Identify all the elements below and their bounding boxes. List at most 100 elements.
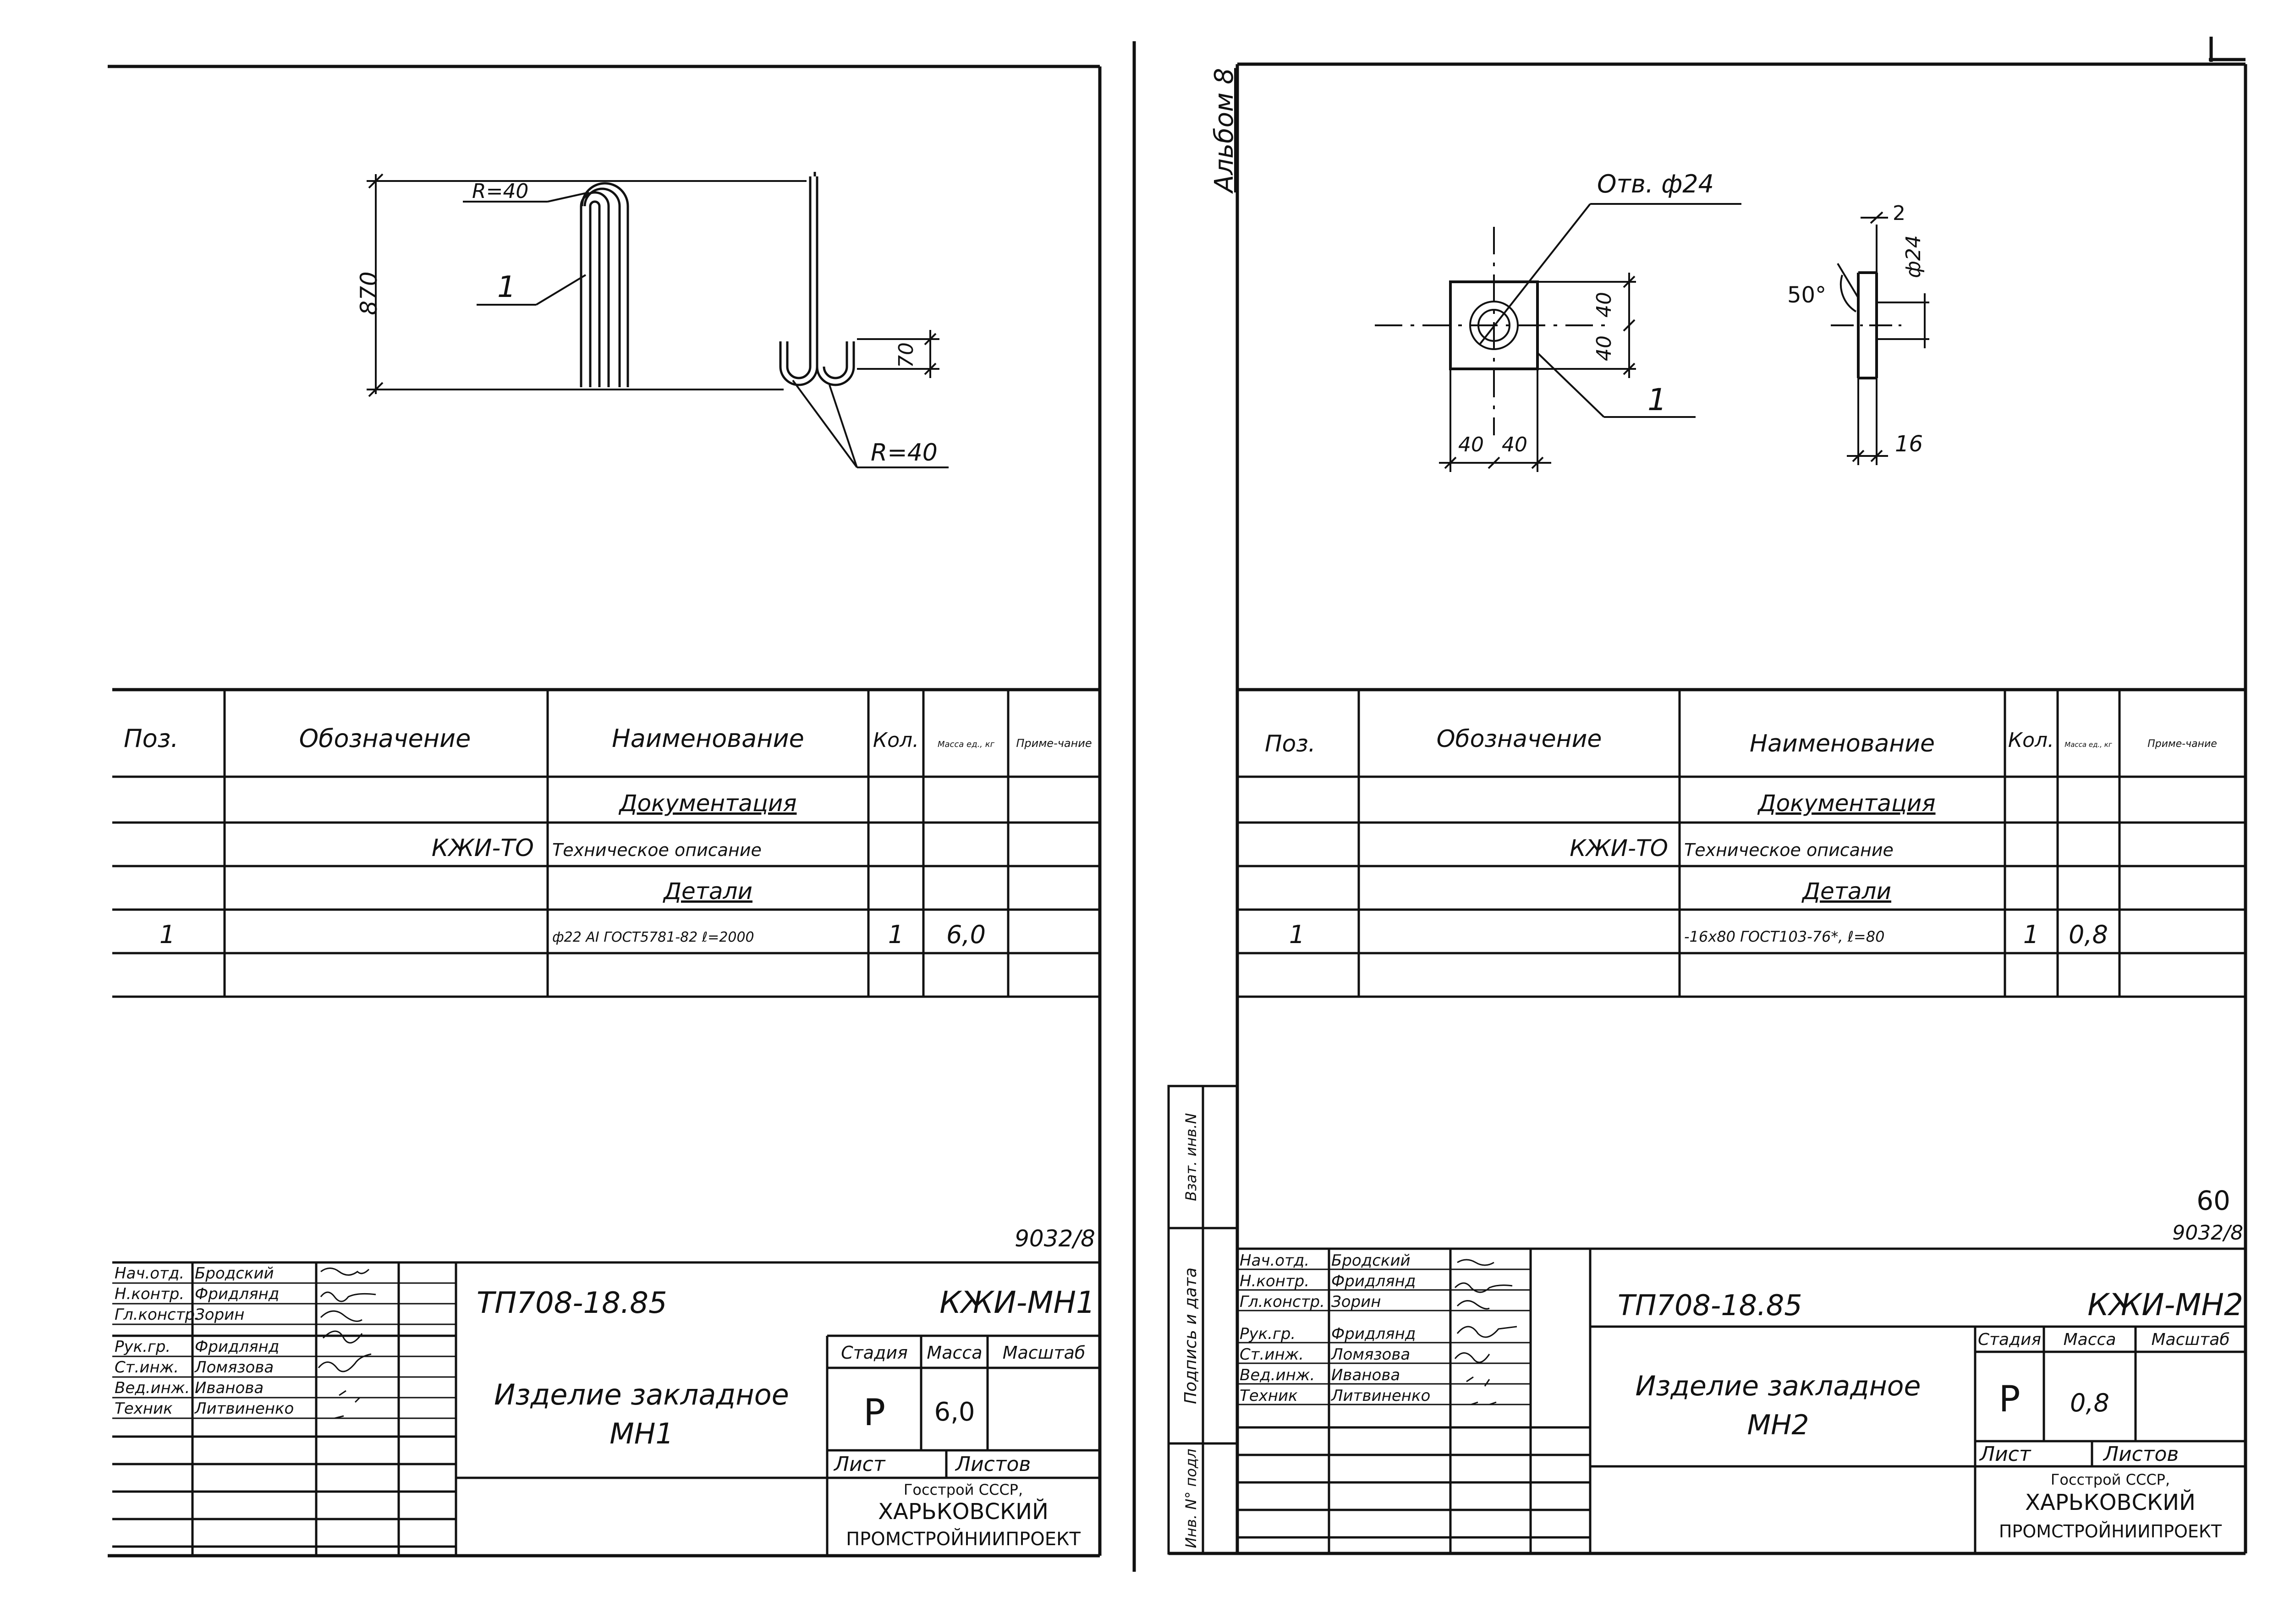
signer-role: Ст.инж. [1240, 1345, 1304, 1364]
side-stamp: Взат. инв.N Подпись и дата Инв. N° подл [1167, 1085, 1239, 1555]
dim-right: 40 [1502, 433, 1527, 456]
sheet-label: Лист [833, 1453, 886, 1476]
title-block-left: Нач.отд. Бродский Н.контр. Фридлянд Гл.к… [112, 1261, 1100, 1556]
signer-name: Зорин [195, 1306, 245, 1324]
dim-mid: 40 [1592, 335, 1616, 361]
sheet-right: Альбом 8 Взат. инв.N Подпись и дата Инв.… [1167, 37, 2247, 1555]
side-stamp-cell: Взат. инв.N [1182, 1113, 1200, 1201]
spec-row-designation: КЖИ-ТО [432, 834, 534, 862]
spec-header-qty: Кол. [2008, 729, 2054, 752]
sheet-left: 870 R=40 1 70 R=40 Поз. Обозначение [108, 65, 1102, 1558]
signer-name: Фридлянд [195, 1338, 279, 1356]
signature-marks [1454, 1259, 1517, 1405]
hole-callout: Отв. ф24 [1597, 170, 1714, 198]
signer-name: Иванова [1331, 1366, 1400, 1384]
spec-header-name: Наименование [612, 724, 804, 753]
mass-value: 0,8 [2070, 1388, 2109, 1417]
dim-dia: ф24 [1902, 235, 1925, 278]
signer-name: Бродский [1331, 1251, 1411, 1270]
page-number: 60 [2196, 1185, 2230, 1216]
signer-role: Гл.констр. [1240, 1293, 1325, 1311]
org-line2: ХАРЬКОВСКИЙ [2025, 1489, 2196, 1515]
org-line3: ПРОМСТРОЙНИИПРОЕКТ [1999, 1521, 2222, 1542]
spec-row-qty: 1 [2023, 920, 2039, 949]
radius-top-label: R=40 [472, 180, 528, 203]
spec-header-mass: Масса ед., кг [938, 740, 995, 749]
angle-label: 50° [1787, 282, 1826, 308]
signer-role: Вед.инж. [1240, 1366, 1315, 1384]
signer-name: Зорин [1331, 1293, 1381, 1311]
mass-value: 6,0 [934, 1397, 975, 1427]
dim-thickness: 16 [1895, 431, 1923, 457]
org-line1: Госстрой СССР, [904, 1481, 1023, 1498]
dim-height: 870 [356, 271, 382, 315]
dim-left: 40 [1458, 433, 1484, 456]
org-line3: ПРОМСТРОЙНИИПРОЕКТ [846, 1528, 1081, 1550]
sheets-label: Листов [955, 1453, 1031, 1476]
signer-name: Литвиненко [194, 1399, 294, 1418]
signer-name: Ломязова [194, 1358, 274, 1377]
title-line2: МН2 [1747, 1409, 1809, 1441]
spec-header-note: Приме-чание [2147, 738, 2217, 750]
signer-role: Нач.отд. [115, 1264, 184, 1283]
signer-role: Техник [115, 1399, 173, 1418]
spec-row-pos: 1 [159, 920, 175, 949]
spec-row-name: Детали [1801, 878, 1891, 905]
stage-value: Р [1998, 1379, 2020, 1420]
spec-row-name: -16х80 ГОСТ103-76*, ℓ=80 [1684, 928, 1884, 945]
signer-role: Вед.инж. [115, 1379, 190, 1397]
project-code: ТП708-18.85 [477, 1286, 667, 1320]
sheets-label: Листов [2103, 1443, 2179, 1466]
spec-row-name: Документация [1757, 790, 1936, 817]
col-mass: Масса [2064, 1330, 2116, 1349]
spec-row-mass: 0,8 [2069, 920, 2108, 949]
sheet-right-frame [1169, 37, 2247, 1555]
dim-hook: 70 [895, 342, 918, 368]
spec-header-designation: Обозначение [1437, 725, 1602, 753]
dim-top: 40 [1592, 292, 1616, 318]
doc-code: КЖИ-МН1 [939, 1285, 1095, 1320]
signer-role: Гл.констр. [115, 1306, 200, 1324]
spec-header-name: Наименование [1750, 730, 1935, 757]
spec-header-pos: Поз. [124, 724, 179, 753]
side-stamp-cell: Инв. N° подл [1182, 1448, 1200, 1548]
signer-role: Н.контр. [1240, 1272, 1309, 1290]
title-block-right: Нач.отд. Бродский Н.контр. Фридлянд Гл.к… [1237, 1247, 2246, 1553]
spec-header-note: Приме-чание [1016, 737, 1092, 750]
stage-value: Р [863, 1391, 885, 1434]
spec-table-left: Поз. Обозначение Наименование Кол. Масса… [112, 690, 1100, 998]
project-code: ТП708-18.85 [1618, 1289, 1802, 1322]
spec-row-name: ф22 АI ГОСТ5781-82 ℓ=2000 [552, 929, 754, 945]
side-stamp-cell: Подпись и дата [1181, 1267, 1200, 1404]
album-label: Альбом 8 [1209, 68, 1239, 194]
signer-role: Рук.гр. [1240, 1325, 1296, 1343]
spec-row-mass: 6,0 [946, 920, 986, 949]
signature-marks [318, 1267, 376, 1419]
drawing-anchor-mn1: 870 R=40 1 70 R=40 [356, 172, 949, 468]
signer-name: Фридлянд [195, 1285, 279, 1303]
spec-header-designation: Обозначение [299, 724, 471, 753]
spec-row-name: Документация [619, 790, 797, 817]
spec-row-pos: 1 [1289, 920, 1305, 949]
signer-name: Фридлянд [1331, 1325, 1416, 1343]
archive-number: 9032/8 [2172, 1221, 2243, 1245]
signer-name: Иванова [195, 1379, 264, 1397]
signer-name: Литвиненко [1330, 1387, 1430, 1405]
title-line1: Изделие закладное [1636, 1370, 1921, 1402]
signer-role: Техник [1240, 1387, 1298, 1405]
signer-name: Фридлянд [1331, 1272, 1416, 1290]
spec-row-designation: КЖИ-ТО [1570, 835, 1668, 861]
doc-code: КЖИ-МН2 [2087, 1287, 2243, 1322]
spec-table-right: Поз. Обозначение Наименование Кол. Масса… [1237, 690, 2246, 998]
signer-role: Рук.гр. [115, 1338, 170, 1356]
col-stage: Стадия [841, 1343, 908, 1363]
title-line1: Изделие закладное [494, 1378, 789, 1411]
col-scale: Масштаб [1003, 1343, 1086, 1363]
title-line2: МН1 [609, 1417, 674, 1450]
pos-callout: 1 [1647, 382, 1667, 417]
spec-header-pos: Поз. [1265, 730, 1316, 757]
sheet-label: Лист [1979, 1443, 2031, 1466]
spec-row-name: Детали [663, 878, 752, 905]
spec-header-qty: Кол. [873, 729, 919, 752]
